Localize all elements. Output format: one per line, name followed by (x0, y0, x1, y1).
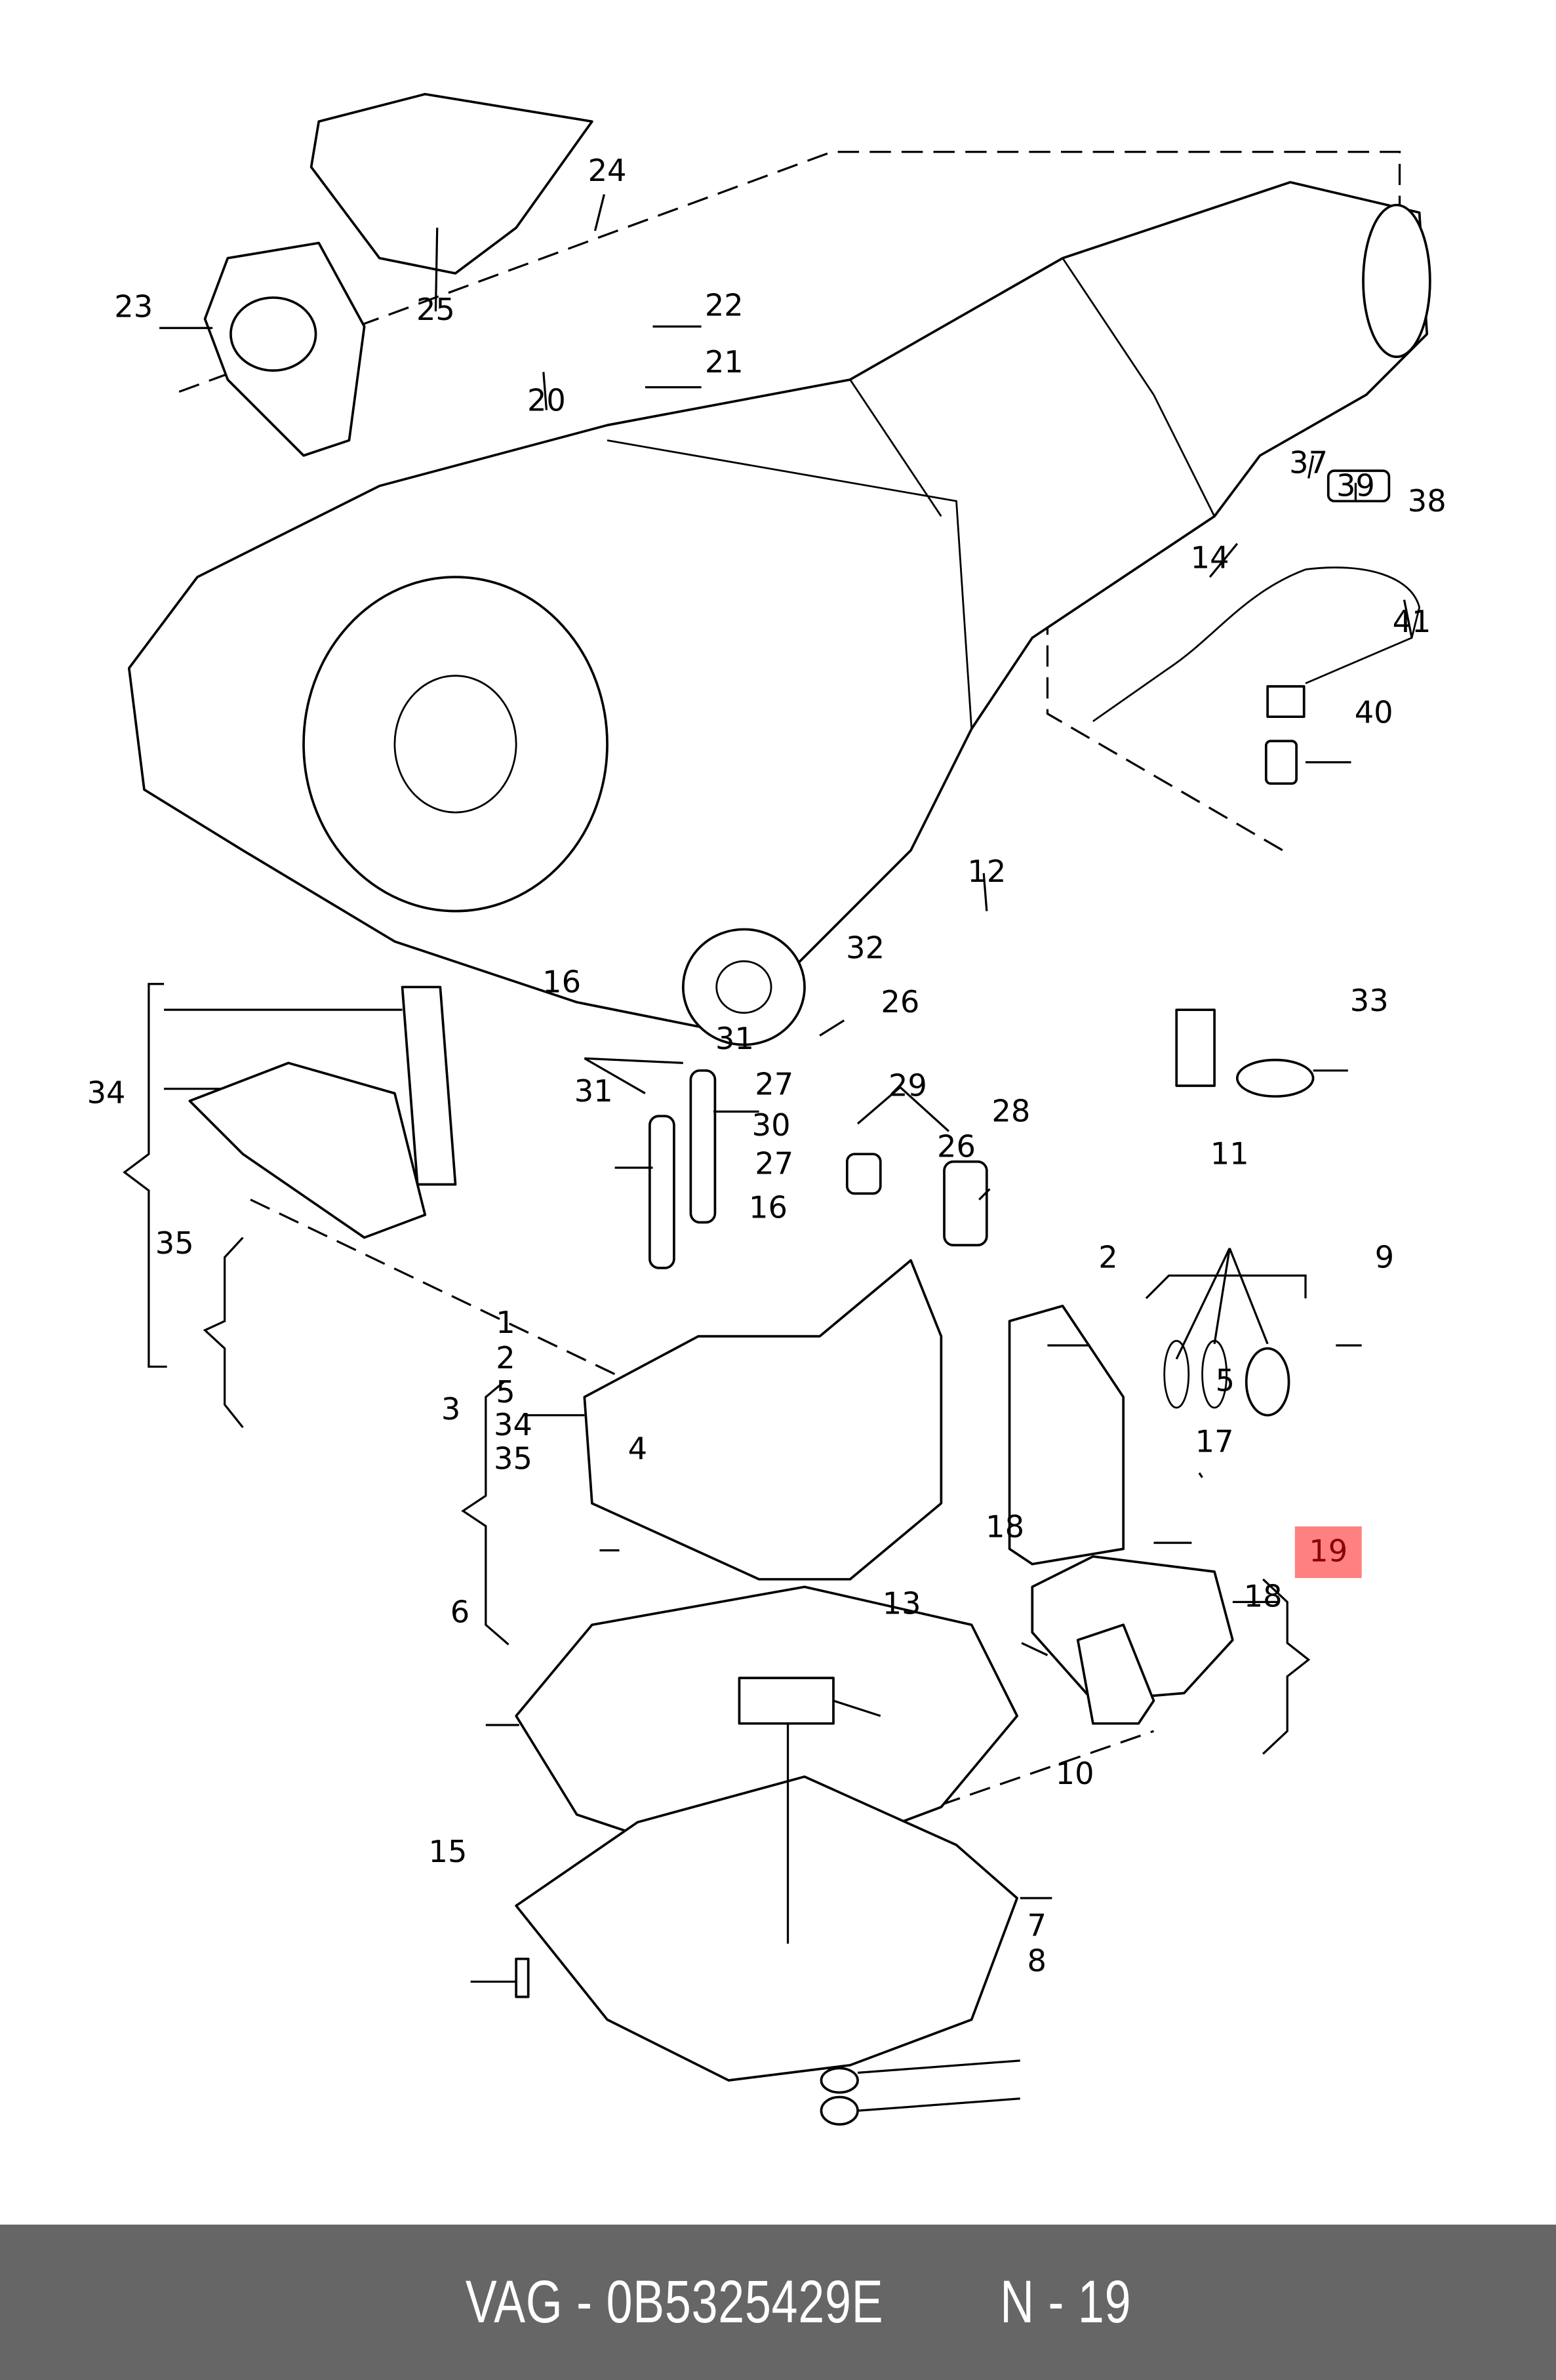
callout-label: 38 (1408, 483, 1446, 519)
callout-label: 31 (715, 1021, 754, 1056)
callout-label: 12 (967, 854, 1006, 889)
callout-label: 21 (705, 344, 744, 380)
callout-label: 25 (416, 292, 455, 327)
callout-label: 27 (755, 1146, 793, 1181)
callout-label: 34 (494, 1407, 532, 1442)
callout-label: 6 (450, 1594, 469, 1629)
callout-label: 5 (496, 1374, 515, 1410)
callout-label: 2 (496, 1340, 515, 1376)
cover-part-23 (203, 92, 593, 457)
callout-label: 32 (846, 930, 885, 966)
callout-label: 7 (1027, 1908, 1046, 1943)
transmission-housing (127, 181, 1431, 1046)
callout-label: 14 (1191, 540, 1229, 576)
oil-filter-part-19 (1031, 1555, 1234, 1725)
callout-label: 13 (883, 1585, 921, 1621)
callout-label: 40 (1355, 694, 1393, 730)
callout-label: 11 (1210, 1136, 1249, 1171)
callout-label: 20 (527, 382, 566, 418)
callout-label: 16 (542, 964, 581, 1000)
callout-label: 26 (881, 984, 919, 1020)
sensor-parts (1092, 469, 1421, 785)
callout-label: 10 (1056, 1756, 1094, 1791)
callout-label: 5 (1216, 1363, 1235, 1398)
callout-label: 33 (1350, 983, 1389, 1018)
callout-label: 24 (588, 153, 627, 188)
leader-lines (159, 194, 1413, 2112)
highlight-box (1294, 1526, 1362, 1578)
part-number: VAG - 0B5325429E (465, 2269, 883, 2335)
callout-label: 37 (1289, 445, 1328, 481)
callout-label: 8 (1027, 1943, 1046, 1979)
callout-label: 22 (705, 287, 744, 323)
callout-label: 28 (991, 1094, 1030, 1129)
callout-label: 15 (429, 1834, 468, 1869)
callout-label: 35 (494, 1441, 532, 1477)
callout-label: 35 (155, 1225, 194, 1261)
callout-label: 16 (749, 1190, 788, 1225)
part-number-footer: VAG - 0B5325429E N - 19 (0, 2225, 1556, 2380)
callout-label: 31 (574, 1073, 613, 1109)
callout-label: 1 (496, 1305, 515, 1340)
callout-label: 34 (87, 1075, 126, 1110)
callout-label-highlighted: 19 (1309, 1533, 1347, 1568)
callout-label: 30 (752, 1107, 791, 1143)
callout-label: 2 (1098, 1239, 1117, 1275)
bracket-lines (123, 983, 1311, 1755)
oil-pan-and-gasket (515, 1585, 1018, 2126)
callout-label: 27 (755, 1066, 793, 1101)
callout-label: 3 (441, 1391, 460, 1427)
callout-label: 18 (1244, 1579, 1283, 1614)
callout-label: 29 (888, 1068, 927, 1103)
callout-label: 41 (1393, 604, 1431, 639)
callout-label: 18 (986, 1509, 1024, 1545)
callout-label: 4 (628, 1431, 647, 1467)
callout-label: 9 (1375, 1239, 1394, 1275)
callout-label: 23 (114, 289, 153, 325)
diagram-position: N - 19 (1000, 2269, 1132, 2335)
mechatronic-parts (188, 985, 1315, 1581)
callout-label: 26 (937, 1129, 976, 1164)
callout-label: 17 (1195, 1424, 1234, 1459)
callout-label: 39 (1336, 467, 1375, 503)
